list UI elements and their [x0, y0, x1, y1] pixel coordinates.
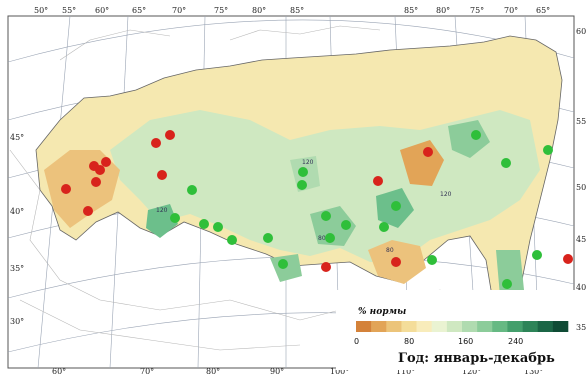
isoline-label: 120 [156, 207, 168, 214]
legend-swatch [537, 321, 554, 332]
lon-label: 70° [504, 6, 518, 15]
station-marker-wet [227, 235, 237, 245]
legend-title: % нормы [358, 307, 406, 317]
legend-tick: 160 [458, 337, 473, 346]
legend-swatch [386, 321, 402, 332]
station-marker-wet [543, 145, 553, 155]
legend-swatch [356, 321, 372, 332]
legend-swatch [446, 321, 463, 332]
isoline-label: 120 [302, 159, 314, 166]
lat-label: 50 [576, 183, 586, 192]
legend-swatch [462, 321, 478, 332]
legend-tick: 240 [508, 337, 523, 346]
station-marker-dry [151, 138, 161, 148]
station-marker-dry [91, 177, 101, 187]
station-marker-wet [297, 180, 307, 190]
legend-swatch [522, 321, 539, 332]
map-caption: Год: январь-декабрь [398, 351, 555, 366]
lat-label: 40 [576, 283, 586, 292]
lon-label: 70° [140, 367, 154, 376]
station-marker-dry [83, 206, 93, 216]
station-markers [61, 130, 573, 289]
legend-swatch [552, 321, 569, 332]
lat-label: 40° [10, 207, 24, 216]
legend-swatch [416, 321, 433, 332]
station-marker-wet [427, 255, 437, 265]
legend-swatch [477, 321, 493, 332]
lon-label: 90° [270, 367, 284, 376]
station-marker-wet [532, 250, 542, 260]
station-marker-wet [187, 185, 197, 195]
station-marker-dry [563, 254, 573, 264]
lat-label: 55 [576, 117, 586, 126]
lon-label: 60° [95, 6, 109, 15]
station-marker-dry [321, 262, 331, 272]
station-marker-wet [391, 201, 401, 211]
legend-swatch [492, 321, 508, 332]
station-marker-wet [325, 233, 335, 243]
lon-label: 80° [436, 6, 450, 15]
lat-label: 60 [576, 27, 586, 36]
station-marker-wet [341, 220, 351, 230]
legend-tick: 80 [404, 337, 414, 346]
lat-label: 30° [10, 317, 24, 326]
station-marker-dry [373, 176, 383, 186]
station-marker-wet [471, 130, 481, 140]
legend-swatch [507, 321, 523, 332]
station-marker-wet [263, 233, 273, 243]
lat-label: 45 [576, 235, 586, 244]
top-longitude-labels: 50° 55° 60° 65° 70° 75° 80° 85° 85° 80° … [34, 6, 550, 15]
lon-label: 80° [252, 6, 266, 15]
station-marker-wet [321, 211, 331, 221]
legend-swatch [371, 321, 387, 332]
lon-label: 65° [132, 6, 146, 15]
lat-label: 45° [10, 133, 24, 142]
legend-swatch [431, 321, 448, 332]
lat-label: 35 [576, 323, 586, 332]
legend-tick: 0 [354, 337, 359, 346]
lon-label: 65° [536, 6, 550, 15]
lon-label: 80° [206, 367, 220, 376]
legend-colorbar [356, 321, 569, 332]
lon-label: 70° [172, 6, 186, 15]
lon-label: 75° [470, 6, 484, 15]
right-latitude-labels: 60 55 50 45 40 35 [576, 27, 586, 332]
legend-swatch [401, 321, 417, 332]
lon-label: 55° [62, 6, 76, 15]
station-marker-wet [298, 167, 308, 177]
lon-label: 85° [404, 6, 418, 15]
isoline-label: 80 [318, 235, 326, 242]
station-marker-wet [501, 158, 511, 168]
station-marker-wet [278, 259, 288, 269]
lon-label: 110° [396, 367, 415, 376]
isoline-label: 120 [440, 191, 452, 198]
lon-label: 75° [214, 6, 228, 15]
station-marker-wet [199, 219, 209, 229]
station-marker-dry [391, 257, 401, 267]
lon-label: 120° [462, 367, 481, 376]
lat-label: 35° [10, 264, 24, 273]
isoline-label: 80 [386, 247, 394, 254]
lon-label: 85° [290, 6, 304, 15]
station-marker-dry [101, 157, 111, 167]
station-marker-wet [502, 279, 512, 289]
station-marker-dry [95, 165, 105, 175]
station-marker-dry [157, 170, 167, 180]
station-marker-dry [165, 130, 175, 140]
isoline-labels: 120 120 80 120 80 [156, 159, 452, 254]
station-marker-wet [379, 222, 389, 232]
lon-label: 100° [330, 367, 349, 376]
lon-label: 60° [52, 367, 66, 376]
legend: % нормы 0 80 160 240 Год: январь-декабрь [336, 290, 576, 370]
station-marker-wet [213, 222, 223, 232]
station-marker-dry [423, 147, 433, 157]
lon-label: 50° [34, 6, 48, 15]
station-marker-wet [170, 213, 180, 223]
left-latitude-labels: 45° 40° 35° 30° [10, 133, 24, 326]
station-marker-dry [61, 184, 71, 194]
lon-label: 130° [524, 367, 543, 376]
bottom-longitude-labels: 60° 70° 80° 90° 100° 110° 120° 130° [52, 367, 543, 376]
